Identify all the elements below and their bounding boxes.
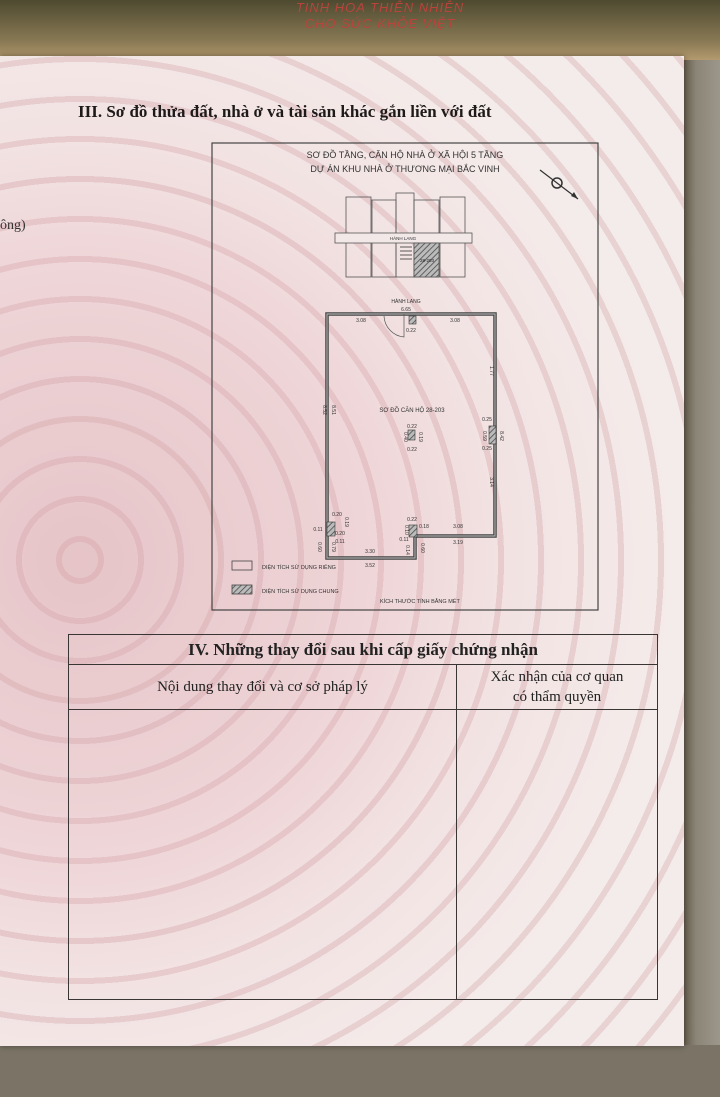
dimension-label: SƠ ĐỒ CĂN HỘ 28-203	[379, 407, 445, 414]
units-note: KÍCH THƯỚC TÍNH BẰNG MÉT	[380, 597, 460, 605]
section-4-title: IV. Những thay đổi sau khi cấp giấy chứn…	[68, 634, 658, 665]
section-3-title: III. Sơ đồ thửa đất, nhà ở và tài sản kh…	[78, 102, 492, 121]
dimension-label: 3.19	[453, 540, 463, 546]
dimension-label: HÀNH LANG	[391, 298, 420, 305]
dimension-label: 3.08	[453, 524, 463, 530]
dimension-label: 0.11	[399, 537, 409, 543]
dimension-label: 3.08	[450, 318, 460, 324]
diagram-frame	[211, 142, 599, 611]
dimension-label: 0.25	[482, 446, 492, 452]
dimension-label: 0.60	[419, 543, 425, 553]
legend-common-label: DIỆN TÍCH SỬ DỤNG CHUNG	[262, 587, 339, 595]
dimension-label: 0.40	[402, 432, 408, 442]
key-plan-unit	[413, 242, 440, 278]
background-right	[680, 60, 720, 1045]
dimension-label: 0.14	[404, 545, 410, 555]
diagram-title-line2: DỰ ÁN KHU NHÀ Ở THƯƠNG MẠI BẮC VINH	[310, 163, 499, 174]
column-header-content: Nội dung thay đổi và cơ sở pháp lý	[68, 664, 457, 710]
dimension-label: 6.65	[401, 307, 411, 313]
dimension-label: 1.77	[488, 366, 494, 376]
dimension-label: 0.20	[332, 512, 342, 518]
key-plan	[334, 192, 473, 278]
door	[383, 314, 405, 338]
dimension-label: 8.52	[321, 405, 327, 415]
col2-line1: Xác nhận của cơ quan	[490, 669, 624, 685]
dimension-label: 0.22	[407, 447, 417, 453]
column-common	[407, 429, 416, 441]
dimension-label: 3.52	[365, 563, 375, 569]
key-plan-unit-label: 28-203	[420, 258, 435, 263]
col2-line2: có thẩm quyền	[512, 689, 602, 705]
key-plan-corridor-label: HÀNH LANG	[390, 235, 417, 241]
column-common	[408, 524, 418, 538]
column-common	[326, 521, 336, 537]
dimension-label: 0.18	[419, 524, 429, 530]
dimension-label: 0.25	[482, 417, 492, 423]
column-header-confirmation: Xác nhận của cơ quan có thẩm quyền	[456, 664, 658, 710]
dimension-label: 0.11	[335, 539, 345, 545]
dimension-label: 0.22	[407, 517, 417, 523]
apartment-outline	[325, 312, 497, 560]
dimension-label: 0.59	[481, 431, 487, 441]
confirmation-cell	[456, 709, 658, 1000]
changes-table: IV. Những thay đổi sau khi cấp giấy chứn…	[68, 634, 658, 1000]
legend-swatch-common	[231, 584, 253, 595]
dimension-label: 0.19	[343, 517, 349, 527]
side-text-fragment: ông)	[0, 218, 26, 233]
dimension-label: 8.42	[498, 431, 504, 441]
dimension-label: 0.20	[335, 531, 345, 537]
dimension-label: 0.10	[403, 525, 409, 535]
dimension-label: 3.14	[488, 477, 494, 487]
dimension-label: 3.08	[356, 318, 366, 324]
dimension-label: 0.19	[417, 432, 423, 442]
dimension-labels: HÀNH LANG 6.65 3.08 3.08 0.22 SƠ ĐỒ CĂN HỘ 28…	[313, 298, 504, 569]
box-print-line2: CHO SỨC KHỎE VIỆT	[304, 16, 456, 31]
dimension-label: 3.30	[365, 549, 375, 555]
north-arrow-icon	[539, 169, 579, 200]
dimension-label: 0.11	[313, 527, 323, 533]
dimension-label: 0.60	[316, 542, 322, 552]
dimension-label: 0.79	[330, 542, 336, 552]
column-common	[408, 315, 417, 325]
box-print-line1: TINH HOA THIÊN NHIÊN	[295, 0, 465, 15]
background-floor	[0, 1045, 720, 1097]
changes-content-cell	[68, 709, 457, 1000]
diagram-title-line1: SƠ ĐỒ TẦNG, CĂN HỘ NHÀ Ở XÃ HỘI 5 TẦNG	[307, 149, 504, 160]
background-box	[0, 0, 720, 60]
legend-swatch-private	[231, 560, 253, 571]
dimension-label: 8.51	[330, 405, 336, 415]
column-common	[488, 425, 497, 445]
legend-private-label: DIỆN TÍCH SỬ DỤNG RIÊNG	[262, 563, 336, 571]
dimension-label: 0.22	[406, 328, 416, 334]
dimension-label: 0.22	[407, 424, 417, 430]
